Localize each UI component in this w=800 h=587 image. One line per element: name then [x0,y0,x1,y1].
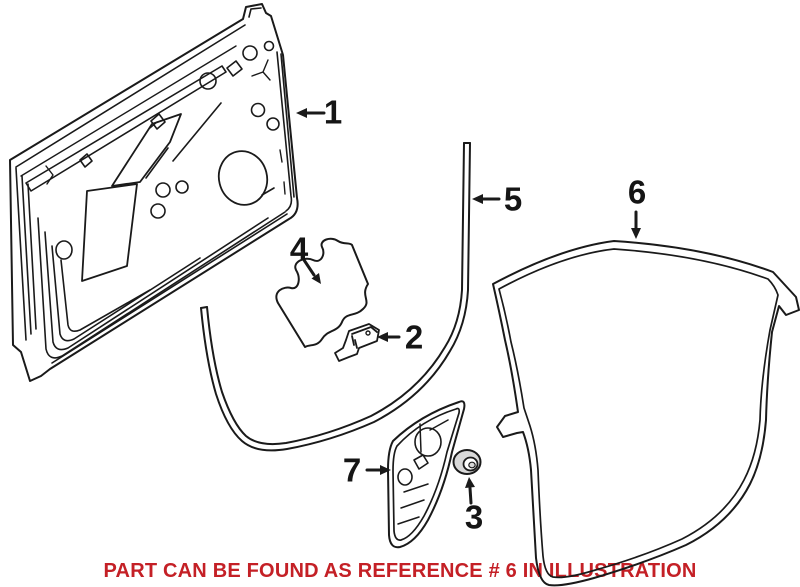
callout-3-label: 3 [464,498,484,536]
callout-2-arrow [377,332,399,342]
door-inner-panel-drawing [10,4,298,381]
callout-5-arrow [472,194,499,204]
run-channel-strip-drawing [201,143,470,450]
callout-5-label: 5 [503,180,523,218]
reference-notice-text: PART CAN BE FOUND AS REFERENCE # 6 IN IL… [103,560,697,582]
callout-arrows [296,108,641,503]
callout-6-label: 6 [627,173,647,211]
grommet-drawing [454,450,481,474]
speaker-gasket-drawing [388,401,464,547]
callout-4-label: 4 [289,230,309,268]
callout-2-label: 2 [404,318,424,356]
door-seal-loop-drawing [493,241,799,585]
callout-6-arrow [631,212,641,239]
clip-bracket-drawing [335,324,379,361]
callout-1-arrow [296,108,324,118]
callout-7-arrow [367,465,391,475]
callout-7-label: 7 [342,451,362,489]
callout-1-label: 1 [323,93,343,131]
